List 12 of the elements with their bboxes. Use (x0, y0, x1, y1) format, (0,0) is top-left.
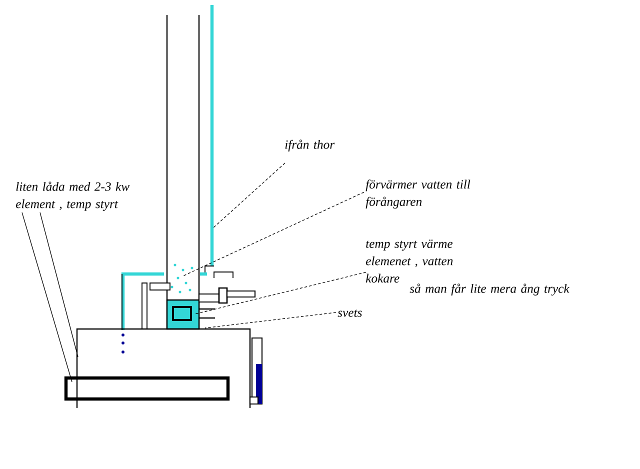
callout-text: förvärmer vatten till förångaren (366, 180, 470, 209)
note-text: så man får lite mera ång tryck (410, 284, 570, 296)
leader-line (212, 162, 286, 228)
callout-text: liten låda med 2-3 kw element , temp styrt (16, 182, 130, 211)
leader-line (22, 212, 72, 382)
leader-line (204, 312, 336, 328)
leader-line (40, 212, 78, 358)
callout-text: temp styrt värme elemenet , vatten kokare (366, 240, 453, 283)
callout-text: ifrån thor (285, 140, 335, 152)
leader-line (182, 192, 364, 276)
callout-text: svets (338, 310, 362, 317)
leader-line (194, 272, 366, 314)
